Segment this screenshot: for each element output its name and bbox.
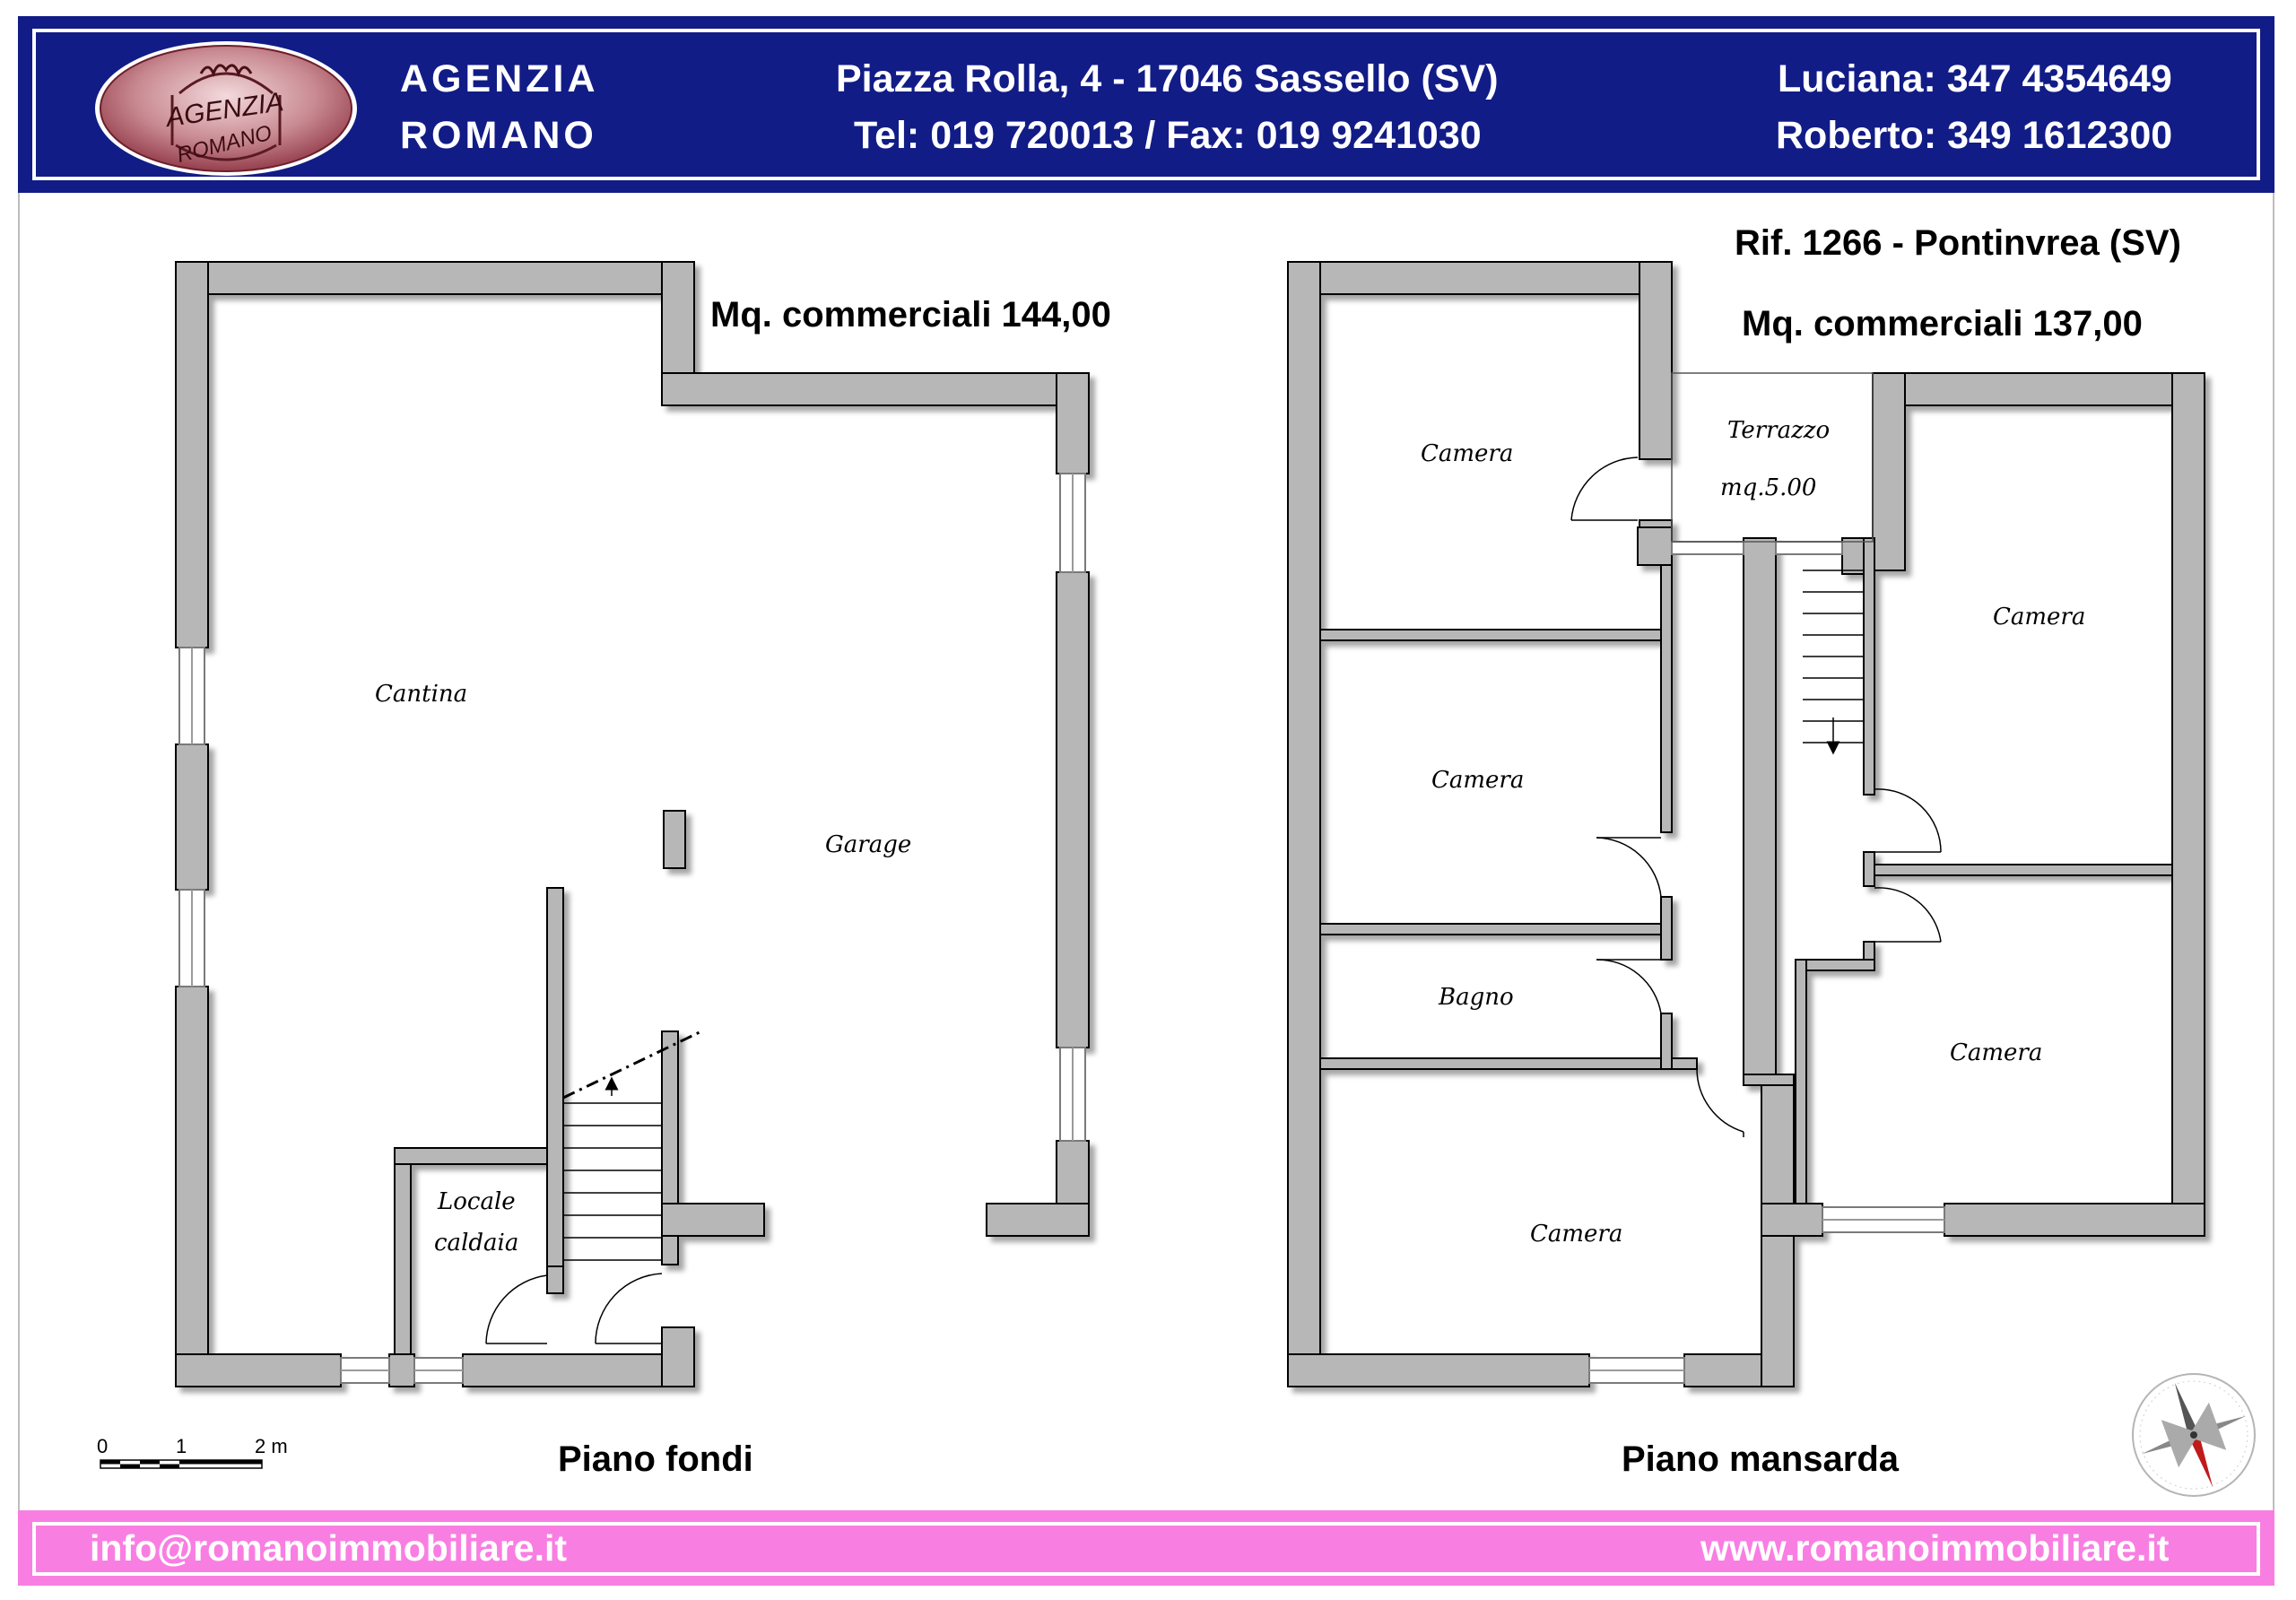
agency-address: Piazza Rolla, 4 - 17046 Sassello (SV): [836, 57, 1499, 100]
wall: [986, 1203, 1090, 1237]
wall: [546, 887, 564, 1283]
wall: [1743, 1074, 1795, 1086]
wall: [1863, 537, 1875, 796]
room-label-bagno: Bagno: [1438, 984, 1514, 1011]
area-piano-mansarda: Mq. commerciali 137,00: [1742, 304, 2143, 343]
wall: [1287, 261, 1321, 1387]
wall: [1056, 372, 1090, 474]
wall: [1660, 896, 1673, 961]
wall: [1761, 1203, 1823, 1237]
plan-piano-mansarda: [1287, 261, 2205, 1387]
header-inner-border: [32, 29, 2260, 180]
property-reference: Rif. 1266 - Pontinvrea (SV): [1735, 223, 2181, 263]
wall: [175, 743, 209, 891]
room-label-camera-1: Camera: [1421, 440, 1513, 467]
footer-email[interactable]: info@romanoimmobiliare.it: [90, 1527, 568, 1569]
room-label-garage: Garage: [825, 831, 911, 858]
wall: [2171, 372, 2205, 1237]
wall: [1743, 537, 1777, 1077]
agency-name-line1: AGENZIA: [400, 57, 599, 100]
wall: [394, 1147, 412, 1355]
room-label-camera-4: Camera: [1993, 604, 2085, 630]
doors-fondi: [485, 1273, 663, 1344]
title-piano-fondi: Piano fondi: [558, 1439, 753, 1479]
doors-mansarda: [1570, 457, 1942, 1137]
room-label-locale: Locale: [437, 1188, 516, 1215]
wall: [1637, 526, 1673, 566]
stairs-mansarda: [1803, 570, 1864, 755]
wall: [1287, 261, 1673, 295]
room-label-terrazzo-area: mq.5.00: [1720, 474, 1816, 501]
wall: [661, 261, 695, 374]
wall: [1639, 261, 1673, 460]
wall: [661, 372, 1090, 406]
room-label-caldaia: caldaia: [434, 1230, 518, 1257]
wall: [661, 1326, 695, 1387]
wall: [1056, 571, 1090, 1048]
wall: [175, 986, 209, 1387]
scale-label-0: 0: [97, 1435, 108, 1457]
agency-phone-fax: Tel: 019 720013 / Fax: 019 9241030: [854, 114, 1482, 157]
room-label-camera-2: Camera: [1431, 767, 1524, 794]
title-piano-mansarda: Piano mansarda: [1622, 1439, 1900, 1479]
scale-label-1: 1: [176, 1435, 187, 1457]
room-label-camera-5: Camera: [1950, 1039, 2042, 1066]
room-label-camera-3: Camera: [1530, 1221, 1622, 1248]
header-banner: [18, 16, 2274, 193]
wall: [1863, 851, 1875, 887]
wall: [175, 261, 695, 295]
wall: [1944, 1203, 2205, 1237]
area-piano-fondi: Mq. commerciali 144,00: [710, 295, 1111, 335]
agency-logo-icon: AGENZIA ROMANO: [95, 41, 357, 176]
contact-luciana: Luciana: 347 4354649: [1778, 57, 2172, 100]
terrace-outline: [1671, 372, 1874, 543]
pillar: [663, 810, 686, 869]
plan-piano-fondi: [175, 261, 1090, 1387]
agency-name-line2: ROMANO: [400, 114, 597, 157]
wall: [1874, 864, 2173, 876]
wall: [1795, 959, 1807, 1204]
footer-inner-border: [32, 1522, 2260, 1576]
wall: [1660, 564, 1673, 833]
wall: [1872, 372, 1906, 571]
scale-label-2: 2 m: [255, 1435, 288, 1457]
wall: [175, 261, 209, 648]
wall: [661, 1203, 765, 1237]
wall: [1660, 1013, 1673, 1070]
windows-left: [178, 473, 1086, 1384]
wall: [1795, 959, 1875, 971]
contact-roberto: Roberto: 349 1612300: [1776, 114, 2173, 157]
wall: [394, 1147, 552, 1165]
wall: [462, 1353, 695, 1387]
sheet-border: [18, 193, 2274, 1510]
room-label-terrazzo: Terrazzo: [1727, 417, 1830, 444]
wall: [1319, 629, 1662, 641]
wall: [388, 1353, 415, 1387]
wall: [546, 1265, 564, 1294]
wall: [1872, 372, 2205, 406]
scale-bar: 0 1 2 m: [97, 1435, 288, 1469]
wall: [1319, 923, 1662, 935]
compass-rose-icon: [2132, 1373, 2256, 1497]
stairs-fondi: [562, 1030, 702, 1261]
footer-website[interactable]: www.romanoimmobiliare.it: [1700, 1527, 2170, 1569]
wall: [1287, 1353, 1590, 1387]
wall: [1319, 1057, 1698, 1070]
wall: [175, 1353, 342, 1387]
room-label-cantina: Cantina: [375, 681, 467, 708]
